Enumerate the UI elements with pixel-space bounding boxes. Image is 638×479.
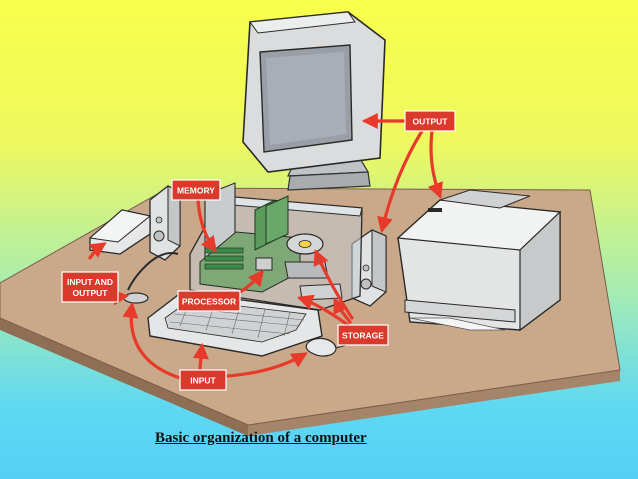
label-storage-text: STORAGE [342, 331, 384, 341]
printer [396, 189, 562, 332]
label-io-line1-text: INPUT AND [67, 277, 113, 287]
arrow-output-speaker [377, 129, 424, 234]
left-speaker [149, 185, 181, 261]
arrow-input-keyboard [192, 342, 209, 370]
arrow-input-left [122, 301, 182, 380]
label-memory-text: MEMORY [177, 186, 215, 196]
arrow-input-mouse [226, 352, 308, 378]
arrow-output-printer [427, 129, 443, 199]
microphone [123, 252, 179, 304]
arrow-storage-cd [296, 294, 350, 327]
label-input: INPUT [179, 369, 227, 391]
arrow-io-modem [88, 242, 107, 260]
label-input-text: INPUT [190, 376, 216, 386]
label-processor-text: PROCESSOR [182, 297, 236, 307]
arrow-storage-floppy [333, 297, 352, 324]
label-io-line2-text: OUTPUT [73, 288, 109, 298]
monitor [242, 11, 386, 191]
label-processor: PROCESSOR [177, 290, 241, 312]
label-memory: MEMORY [171, 179, 221, 201]
arrow-storage-hdd [313, 249, 354, 320]
diagram-caption: Basic organization of a computer [155, 430, 367, 446]
arrow-memory [196, 198, 217, 253]
label-output-text: OUTPUT [413, 117, 449, 127]
label-output: OUTPUT [404, 110, 456, 132]
arrow-processor [238, 269, 264, 294]
label-input-and-output: INPUT AND OUTPUT [61, 271, 119, 303]
system-unit [189, 182, 363, 311]
label-storage: STORAGE [337, 324, 389, 346]
